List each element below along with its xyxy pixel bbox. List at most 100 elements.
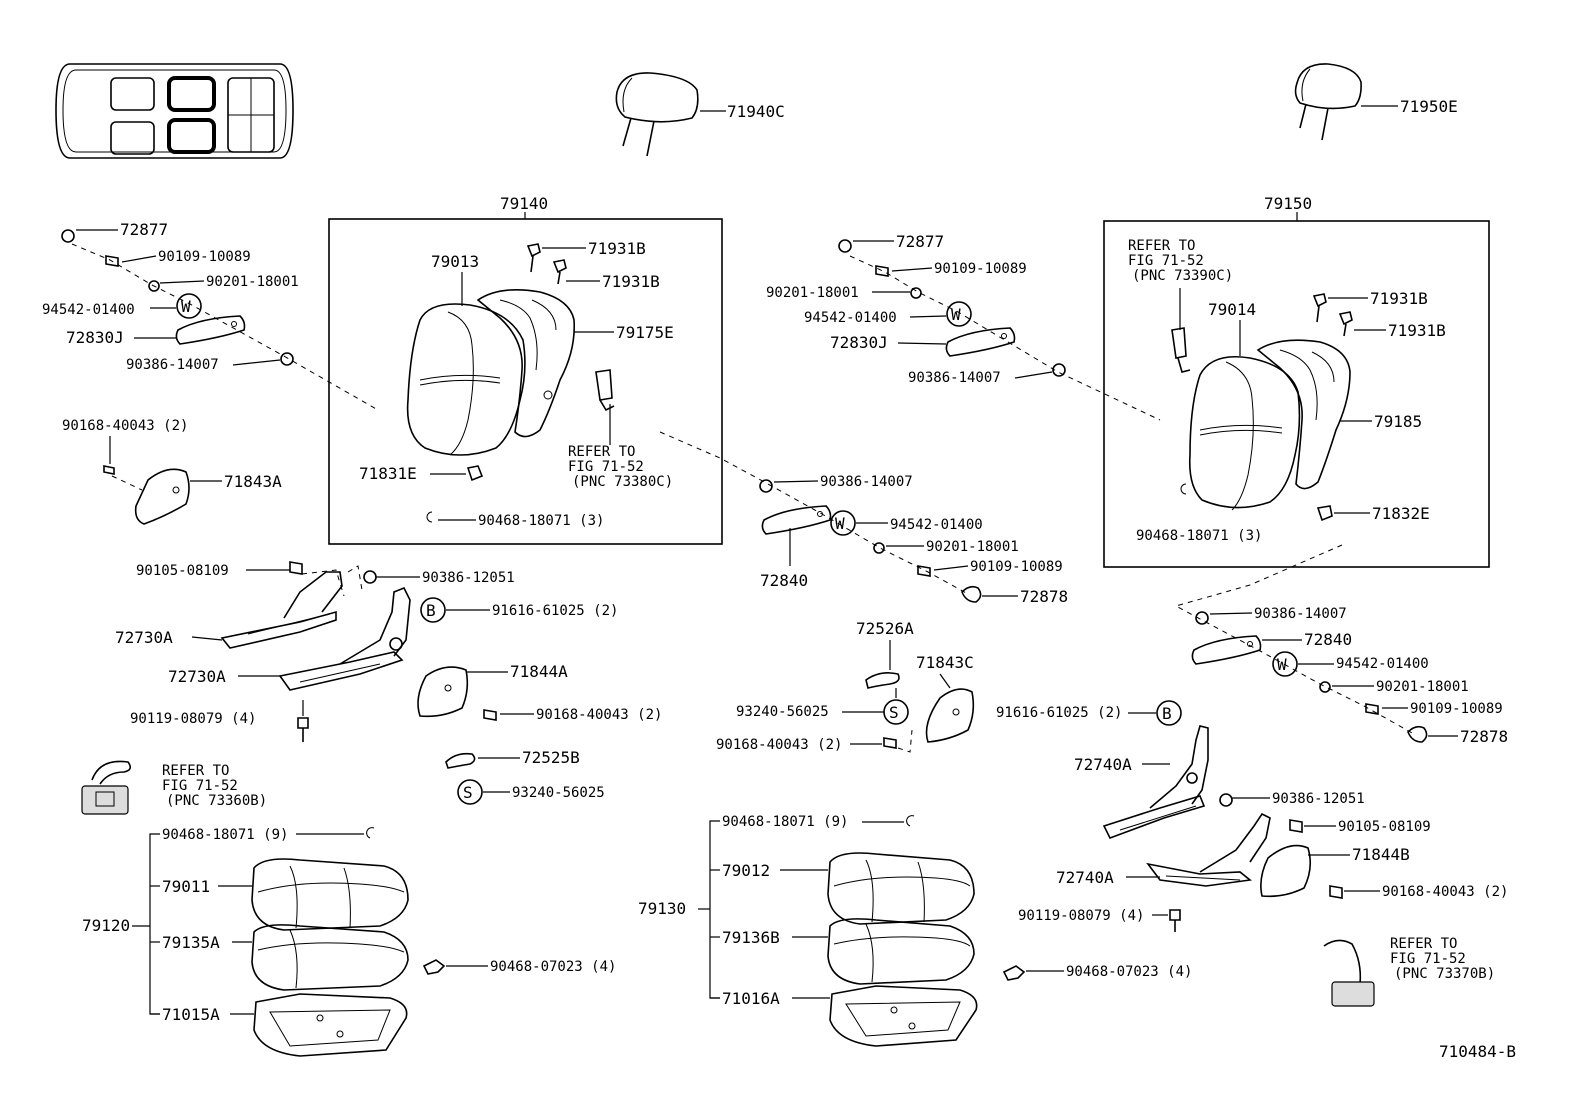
label-72830J-left: 72830J <box>66 328 124 347</box>
label-71931B-c: 71931B <box>1370 289 1428 308</box>
label-90468-18071-9-right: 90468-18071 (9) <box>722 814 848 830</box>
armrest-group-right: 90386-14007 72840 W 94542-01400 90201-18… <box>1174 544 1508 746</box>
label-90168-40043-a: 90168-40043 (2) <box>62 418 188 434</box>
label-90168-40043-right: 90168-40043 (2) <box>1382 884 1508 900</box>
label-71016A: 71016A <box>722 989 780 1008</box>
label-71940C: 71940C <box>727 102 785 121</box>
label-71931B-b: 71931B <box>602 272 660 291</box>
label-72740A-b: 72740A <box>1056 868 1114 887</box>
label-72830J-center: 72830J <box>830 333 888 352</box>
label-90201-18001-left: 90201-18001 <box>206 274 299 290</box>
label-90109-10089-center: 90109-10089 <box>934 261 1027 277</box>
label-79012: 79012 <box>722 861 770 880</box>
label-79014: 79014 <box>1208 300 1256 319</box>
symbol-w-4: W <box>1277 655 1287 674</box>
label-90201-18001-center: 90201-18001 <box>766 285 859 301</box>
refer-line-3: (PNC 73390C) <box>1132 268 1233 284</box>
label-90168-40043-b: 90168-40043 (2) <box>536 707 662 723</box>
diagram-id: 710484-B <box>1439 1042 1516 1061</box>
label-90386-12051-right: 90386-12051 <box>1272 791 1365 807</box>
label-93240-56025-center: 93240-56025 <box>736 704 829 720</box>
refer-line-3: (PNC 73380C) <box>572 474 673 490</box>
label-71950E: 71950E <box>1400 97 1458 116</box>
label-72877-left: 72877 <box>120 220 168 239</box>
symbol-b-1: B <box>426 601 436 620</box>
refer-line-3: (PNC 73370B) <box>1394 966 1495 982</box>
label-90109-10089-mid: 90109-10089 <box>970 559 1063 575</box>
label-90109-10089-left: 90109-10089 <box>158 249 251 265</box>
recliner-group-right: 91616-61025 (2) B 72740A 90386-12051 901… <box>996 700 1508 932</box>
vehicle-locator-icon <box>55 63 294 159</box>
label-91616-61025-right: 91616-61025 (2) <box>996 705 1122 721</box>
label-94542-01400-left: 94542-01400 <box>42 302 135 318</box>
symbol-w-2: W <box>951 305 961 324</box>
seatbelt-refer-right: REFER TO FIG 71-52 (PNC 73370B) <box>1323 936 1495 1007</box>
label-72840-mid: 72840 <box>760 571 808 590</box>
label-79011: 79011 <box>162 877 210 896</box>
label-90386-14007-left: 90386-14007 <box>126 357 219 373</box>
label-90105-08109-left: 90105-08109 <box>136 563 229 579</box>
label-79130: 79130 <box>638 899 686 918</box>
armrest-group-left: 72877 90109-10089 90201-18001 94542-0140… <box>42 220 379 411</box>
headrest-right[interactable]: 71950E <box>1294 63 1458 141</box>
label-79135A: 79135A <box>162 933 220 952</box>
label-72525B: 72525B <box>522 748 580 767</box>
label-90468-18071-3-left: 90468-18071 (3) <box>478 513 604 529</box>
label-79136B: 79136B <box>722 928 780 947</box>
label-90119-08079-right: 90119-08079 (4) <box>1018 908 1144 924</box>
label-91616-61025-left: 91616-61025 (2) <box>492 603 618 619</box>
label-72526A: 72526A <box>856 619 914 638</box>
label-79140: 79140 <box>500 194 548 213</box>
label-90109-10089-right: 90109-10089 <box>1410 701 1503 717</box>
symbol-s-1: S <box>463 783 473 802</box>
armrest-group-center: 72877 90109-10089 90201-18001 94542-0140… <box>766 232 1161 421</box>
label-90201-18001-mid: 90201-18001 <box>926 539 1019 555</box>
label-79013: 79013 <box>431 252 479 271</box>
label-71844B: 71844B <box>1352 845 1410 864</box>
label-90468-18071-3-right: 90468-18071 (3) <box>1136 528 1262 544</box>
cushion-assembly-right: 79130 90468-18071 (9) 79012 79136B 71016… <box>638 814 1192 1047</box>
symbol-w-3: W <box>835 514 845 533</box>
label-72740A-a: 72740A <box>1074 755 1132 774</box>
symbol-b-2: B <box>1162 704 1172 723</box>
cushion-assembly-left: 79120 90468-18071 (9) 79011 79135A 71015… <box>82 827 616 1057</box>
label-90386-12051-left: 90386-12051 <box>422 570 515 586</box>
symbol-w-1: W <box>181 297 191 316</box>
label-72878-right: 72878 <box>1460 727 1508 746</box>
armrest-group-mid: 90386-14007 72840 W 94542-01400 90201-18… <box>659 431 1068 606</box>
label-79175E: 79175E <box>616 323 674 342</box>
label-90468-07023-right: 90468-07023 (4) <box>1066 964 1192 980</box>
refer-line-2: FIG 71-52 <box>162 778 238 794</box>
seatback-assembly-right: 79150 REFER TO FIG 71-52 (PNC 73390C) 79… <box>1103 194 1490 568</box>
label-71015A: 71015A <box>162 1005 220 1024</box>
label-79185: 79185 <box>1374 412 1422 431</box>
recliner-group-center: 72526A 71843C 93240-56025 S 90168-40043 … <box>716 619 975 753</box>
seatback-assembly-left: 79140 71931B 71931B 79013 79175E REFER T… <box>328 194 723 545</box>
label-94542-01400-mid: 94542-01400 <box>890 517 983 533</box>
refer-line-2: FIG 71-52 <box>1128 253 1204 269</box>
label-90119-08079-left: 90119-08079 (4) <box>130 711 256 727</box>
label-71931B-a: 71931B <box>588 239 646 258</box>
recliner-group-left: 90168-40043 (2) 71843A 90105-08109 90386… <box>62 418 662 805</box>
label-90468-18071-9-left: 90468-18071 (9) <box>162 827 288 843</box>
label-90386-14007-mid: 90386-14007 <box>820 474 913 490</box>
label-90386-14007-right: 90386-14007 <box>1254 606 1347 622</box>
refer-line-1: REFER TO <box>1128 238 1195 254</box>
label-90386-14007-center: 90386-14007 <box>908 370 1001 386</box>
headrest-left[interactable]: 71940C <box>615 72 785 157</box>
refer-line-2: FIG 71-52 <box>1390 951 1466 967</box>
label-90201-18001-right: 90201-18001 <box>1376 679 1469 695</box>
label-72730A-a: 72730A <box>115 628 173 647</box>
label-71831E: 71831E <box>359 464 417 483</box>
label-93240-56025-left: 93240-56025 <box>512 785 605 801</box>
label-79120: 79120 <box>82 916 130 935</box>
label-71844A: 71844A <box>510 662 568 681</box>
refer-line-3: (PNC 73360B) <box>166 793 267 809</box>
label-90105-08109-right: 90105-08109 <box>1338 819 1431 835</box>
label-94542-01400-center: 94542-01400 <box>804 310 897 326</box>
refer-line-1: REFER TO <box>162 763 229 779</box>
label-72878-mid: 72878 <box>1020 587 1068 606</box>
label-90168-40043-center: 90168-40043 (2) <box>716 737 842 753</box>
label-79150: 79150 <box>1264 194 1312 213</box>
